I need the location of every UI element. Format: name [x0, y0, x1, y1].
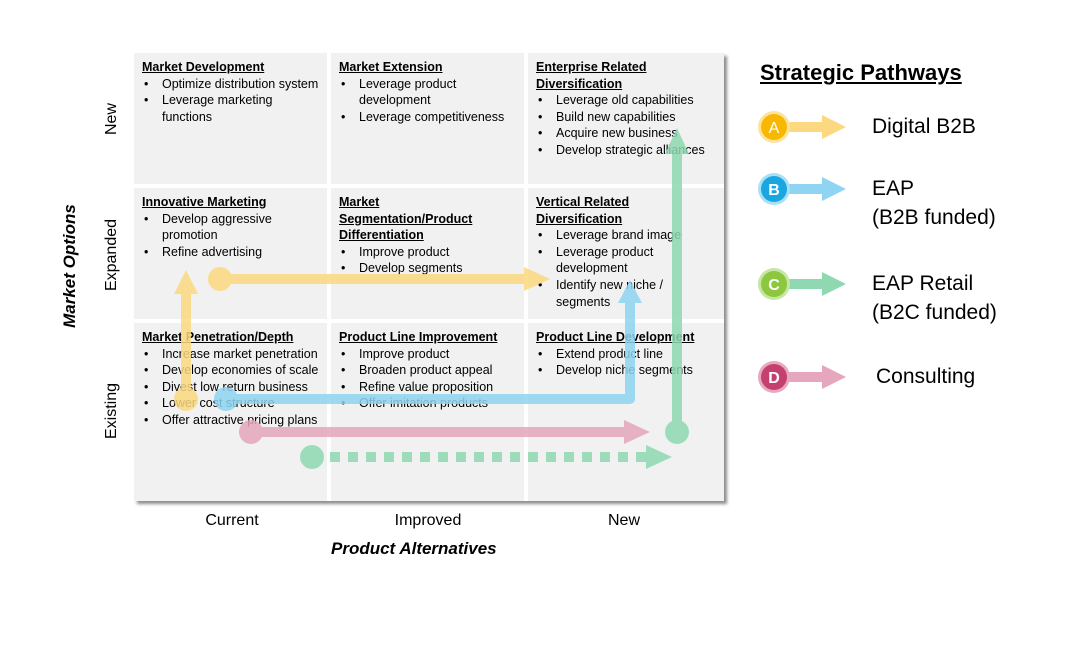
cell-item: Divest low return business	[142, 379, 319, 396]
legend-label-d: Consulting	[876, 365, 976, 388]
legend-b-icon: B	[758, 173, 846, 205]
legend-item-b: B	[756, 172, 851, 211]
legend-label-c: EAP Retail (B2C funded)	[872, 272, 997, 324]
cell-item: Develop segments	[339, 260, 516, 277]
cell-item: Extend product line	[536, 346, 716, 363]
cell-item: Develop economies of scale	[142, 362, 319, 379]
legend-a-icon: A	[758, 111, 846, 143]
cell-market-development: Market Development Optimize distribution…	[134, 53, 327, 184]
pathway-a-arrow	[174, 267, 550, 411]
ansoff-matrix: Market Development Optimize distribution…	[134, 53, 724, 501]
cell-item: Optimize distribution system	[142, 76, 319, 93]
cell-item: Refine value proposition	[339, 379, 516, 396]
cell-item: Acquire new business	[536, 125, 716, 142]
legend-label-b: EAP (B2B funded)	[872, 177, 996, 229]
pathway-d-arrow	[239, 420, 650, 444]
legend-item-a: A	[756, 110, 851, 149]
cell-item: Leverage product development	[339, 76, 516, 109]
cell-title: Market Segmentation/Product Differentiat…	[339, 195, 473, 243]
column-label-new: New	[607, 512, 640, 529]
cell-enterprise-related-diversification: Enterprise Related Diversification Lever…	[528, 53, 724, 184]
cell-title: Innovative Marketing	[142, 195, 267, 209]
cell-item: Leverage competitiveness	[339, 109, 516, 126]
pathway-c-arrow	[300, 128, 689, 469]
legend-c-icon: C	[758, 268, 846, 300]
cell-market-extension: Market Extension Leverage product develo…	[331, 53, 524, 184]
cell-title: Product Line Improvement	[339, 330, 498, 344]
cell-title: Market Extension	[339, 60, 443, 74]
cell-item: Improve product	[339, 346, 516, 363]
svg-text:C: C	[768, 277, 780, 294]
svg-text:B: B	[768, 182, 780, 199]
legend-item-d: D	[756, 360, 851, 399]
cell-item: Identify new niche / segments	[536, 277, 716, 310]
pathway-b-arrow	[214, 280, 642, 411]
cell-item: Leverage marketing functions	[142, 92, 319, 125]
cell-item: Leverage product development	[536, 244, 716, 277]
cell-item: Develop aggressive promotion	[142, 211, 319, 244]
svg-text:D: D	[768, 370, 780, 387]
cell-title: Product Line Development	[536, 330, 695, 344]
cell-item: Broaden product appeal	[339, 362, 516, 379]
cell-item: Develop niche segments	[536, 362, 716, 379]
column-label-current: Current	[205, 512, 259, 529]
legend-label-a: Digital B2B	[872, 115, 976, 138]
cell-item: Build new capabilities	[536, 109, 716, 126]
cell-product-line-development: Product Line Development Extend product …	[528, 323, 724, 501]
cell-item: Leverage brand image	[536, 227, 716, 244]
legend-d-icon: D	[758, 361, 846, 393]
cell-item: Refine advertising	[142, 244, 319, 261]
cell-title: Market Penetration/Depth	[142, 330, 294, 344]
cell-market-segmentation: Market Segmentation/Product Differentiat…	[331, 188, 524, 319]
cell-product-line-improvement: Product Line Improvement Improve product…	[331, 323, 524, 501]
cell-item: Improve product	[339, 244, 516, 261]
cell-item: Leverage old capabilities	[536, 92, 716, 109]
cell-title: Enterprise Related Diversification	[536, 60, 647, 91]
svg-text:A: A	[769, 120, 780, 137]
cell-title: Vertical Related Diversification	[536, 195, 630, 226]
legend-title: Strategic Pathways	[760, 60, 962, 85]
cell-item: Offer attractive pricing plans	[142, 412, 319, 429]
x-axis-title: Product Alternatives	[331, 539, 497, 558]
legend-item-c: C	[756, 267, 851, 306]
cell-innovative-marketing: Innovative Marketing Develop aggressive …	[134, 188, 327, 319]
cell-title: Market Development	[142, 60, 265, 74]
cell-item: Increase market penetration	[142, 346, 319, 363]
column-label-improved: Improved	[394, 512, 462, 529]
